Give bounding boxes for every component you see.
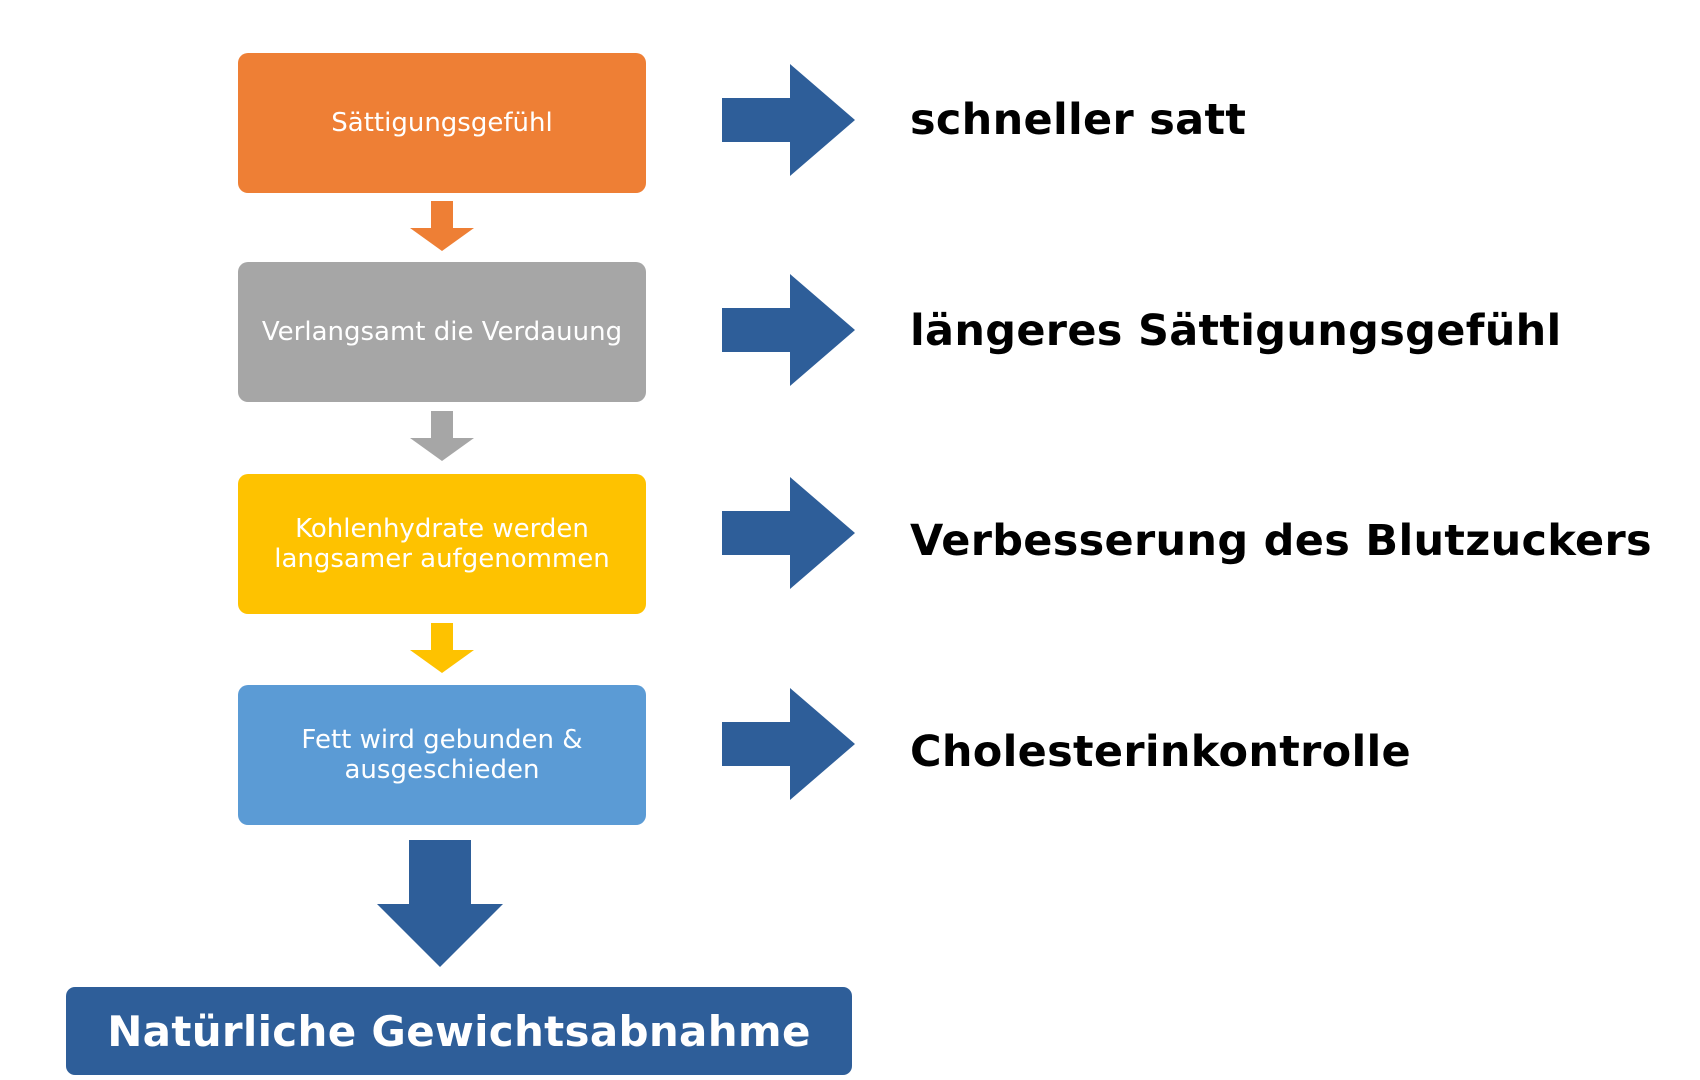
- arrow-down-icon: [377, 840, 503, 967]
- effect-label-saettigungsgefuehl: längeres Sättigungsgefühl: [910, 306, 1562, 356]
- step-label: Kohlenhydrate werden langsamer aufgenomm…: [274, 514, 610, 574]
- arrow-right-icon: [722, 477, 855, 589]
- step-box-fett: Fett wird gebunden & ausgeschieden: [238, 685, 646, 825]
- arrow-down-icon: [410, 201, 474, 251]
- step-label: Sättigungsgefühl: [331, 108, 553, 138]
- step-box-kohlenhydrate: Kohlenhydrate werden langsamer aufgenomm…: [238, 474, 646, 614]
- result-label: Natürliche Gewichtsabnahme: [107, 1006, 811, 1056]
- arrow-right-icon: [722, 688, 855, 800]
- arrow-down-icon: [410, 623, 474, 673]
- arrow-right-icon: [722, 274, 855, 386]
- step-box-verdauung: Verlangsamt die Verdauung: [238, 262, 646, 402]
- step-label: Verlangsamt die Verdauung: [261, 317, 623, 347]
- result-box: Natürliche Gewichtsabnahme: [66, 987, 852, 1075]
- step-box-saettigungsgefuehl: Sättigungsgefühl: [238, 53, 646, 193]
- effect-label-schneller-satt: schneller satt: [910, 95, 1247, 145]
- arrow-right-icon: [722, 64, 855, 176]
- effect-label-cholesterin: Cholesterinkontrolle: [910, 727, 1412, 777]
- step-label: Fett wird gebunden & ausgeschieden: [301, 725, 583, 785]
- effect-label-blutzucker: Verbesserung des Blutzuckers: [910, 516, 1652, 566]
- arrow-down-icon: [410, 411, 474, 461]
